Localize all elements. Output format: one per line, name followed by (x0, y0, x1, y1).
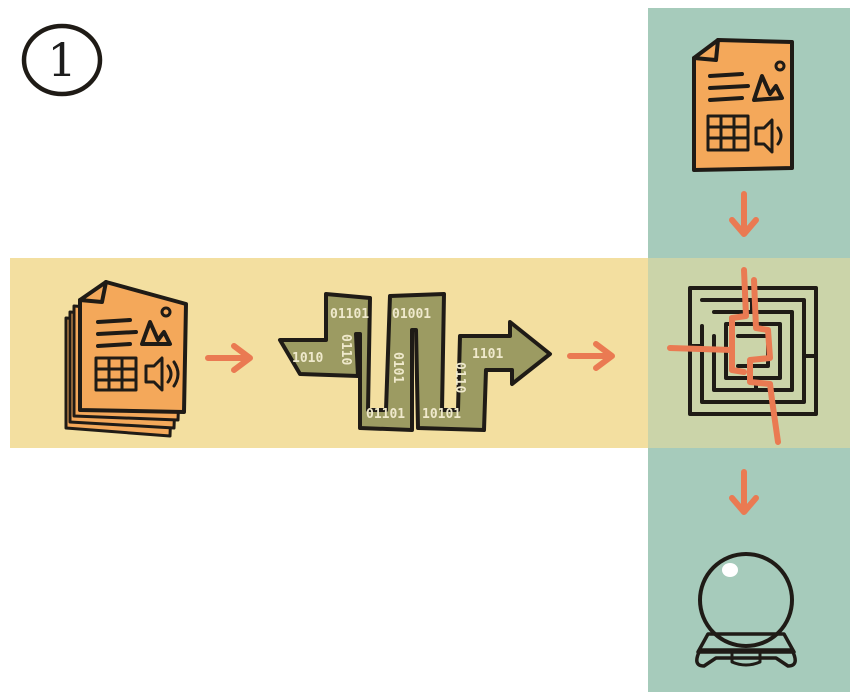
stream-segment: 01101 (366, 407, 405, 422)
down-arrow-icon (729, 191, 759, 237)
right-arrow-icon (567, 341, 615, 371)
stream-segment: 0101 (390, 352, 405, 383)
stream-segment: 0110 (338, 334, 353, 365)
stream-segment: 01101 (330, 307, 369, 322)
right-arrow-icon (205, 343, 253, 373)
stream-segment: 1010 (292, 351, 323, 366)
maze-icon (667, 267, 818, 445)
document-icon (692, 38, 794, 172)
step-circle-icon (21, 23, 103, 97)
stream-segment: 01001 (392, 307, 431, 322)
stream-segment: 0110 (452, 362, 467, 393)
binary-stream-icon: 1010 01101 0110 01001 0101 10101 0110 11… (278, 292, 552, 432)
crystal-ball-icon (695, 552, 797, 668)
step-number-label: 1 (47, 33, 77, 87)
stream-segment: 10101 (422, 407, 461, 422)
document-stack-icon (64, 280, 188, 438)
stream-segment: 1101 (472, 347, 503, 362)
step-number-badge: 1 (20, 22, 104, 98)
down-arrow-icon (729, 469, 759, 515)
